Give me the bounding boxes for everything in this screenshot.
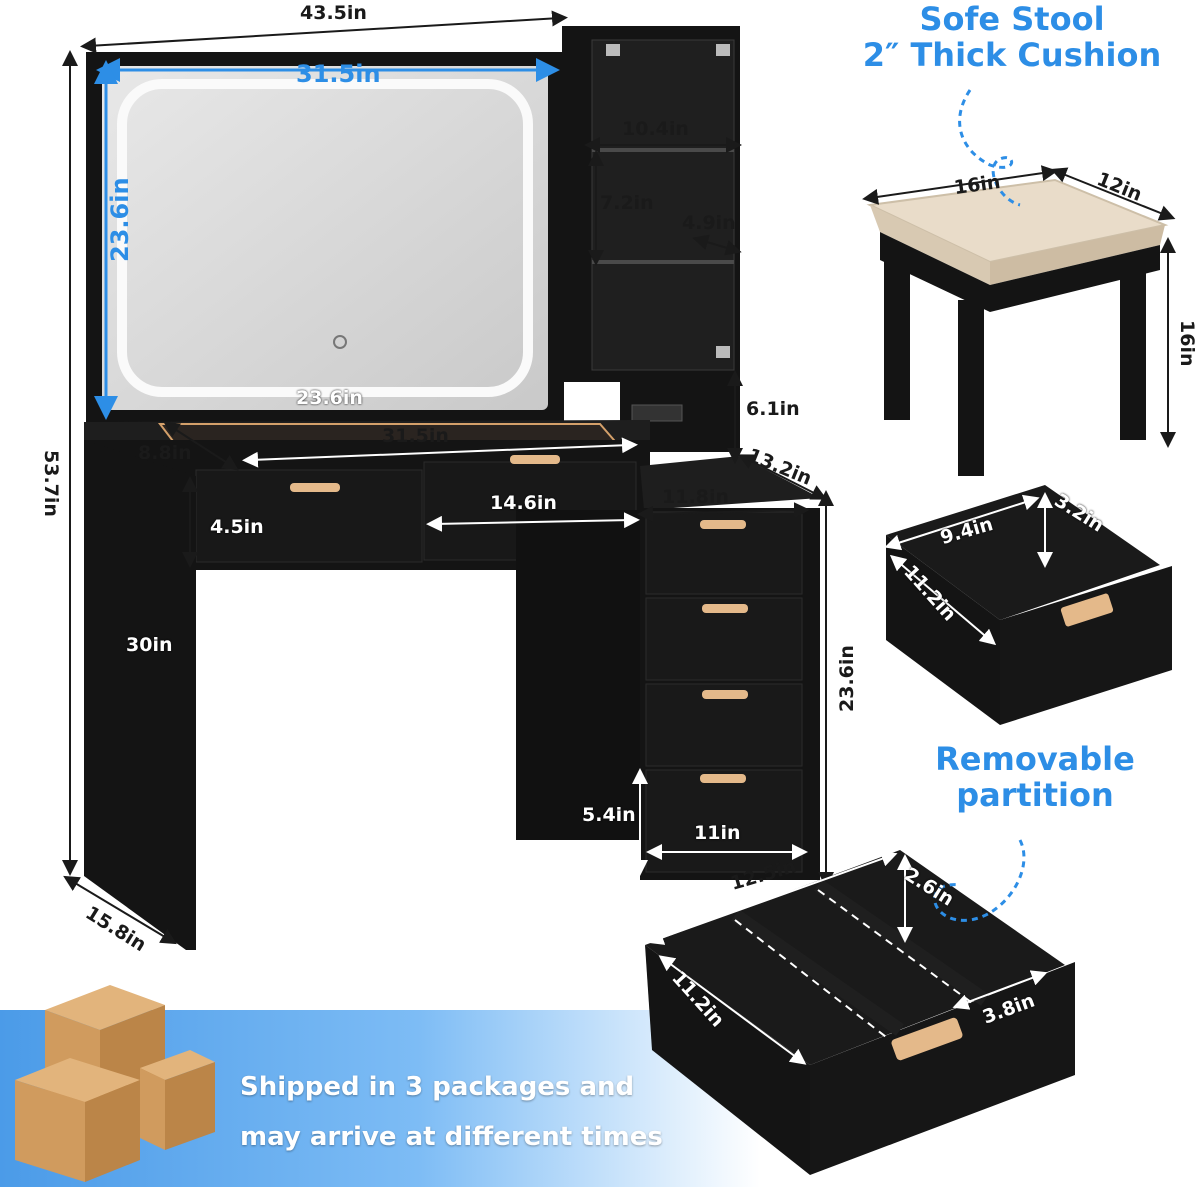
- dim-mirror-height: 23.6in: [106, 177, 134, 262]
- dim-stool-height: 16in: [1176, 320, 1198, 367]
- dim-socket-height: 6.1in: [746, 398, 800, 420]
- cardboard-boxes-icon: [15, 985, 215, 1182]
- shipping-line2: may arrive at different times: [240, 1122, 663, 1152]
- dim-shelf-depth: 4.9in: [682, 212, 736, 234]
- stool-heading: Sofe Stool 2″ Thick Cushion: [862, 0, 1162, 74]
- dim-tray-depth: 8.8in: [138, 442, 192, 464]
- dim-desk-width: 31.5in: [382, 425, 449, 447]
- touch-sensor-icon: [333, 335, 347, 349]
- dim-cabinet-width: 10.4in: [622, 118, 689, 140]
- shipping-line1: Shipped in 3 packages and: [240, 1072, 635, 1102]
- dim-tray-width: 23.6in: [296, 387, 363, 409]
- dim-drawer-unit-width: 11.8in: [662, 486, 729, 508]
- curl-arrow-icon: [958, 89, 1021, 207]
- dim-drawer-stack-height: 23.6in: [836, 645, 858, 712]
- dim-overall-width: 43.5in: [300, 2, 367, 24]
- power-socket-icon: [631, 404, 683, 422]
- dim-bottom-drawer-width: 11in: [694, 822, 741, 844]
- stool-heading-line2: 2″ Thick Cushion: [862, 35, 1162, 74]
- dim-leg-height: 30in: [126, 634, 173, 656]
- partition-heading-line2: partition: [956, 775, 1114, 814]
- dim-mirror-width: 31.5in: [296, 60, 381, 88]
- stool-frame: [880, 232, 1160, 476]
- dim-drawer-front-height: 4.5in: [210, 516, 264, 538]
- drawer-unit: [516, 510, 646, 840]
- shipping-notice: Shipped in 3 packages and may arrive at …: [240, 1062, 663, 1162]
- partition-heading: Removable partition: [930, 740, 1140, 814]
- dim-bottom-drawer-height: 5.4in: [582, 804, 636, 826]
- left-leg: [84, 440, 196, 950]
- dim-shelf-height: 7.2in: [600, 192, 654, 214]
- stool-heading-line1: Sofe Stool: [919, 0, 1105, 38]
- dim-overall-height: 53.7in: [40, 450, 62, 517]
- partition-heading-line1: Removable: [935, 740, 1135, 778]
- dim-drawer-front-width: 14.6in: [490, 492, 557, 514]
- mirror-glass: [102, 66, 548, 410]
